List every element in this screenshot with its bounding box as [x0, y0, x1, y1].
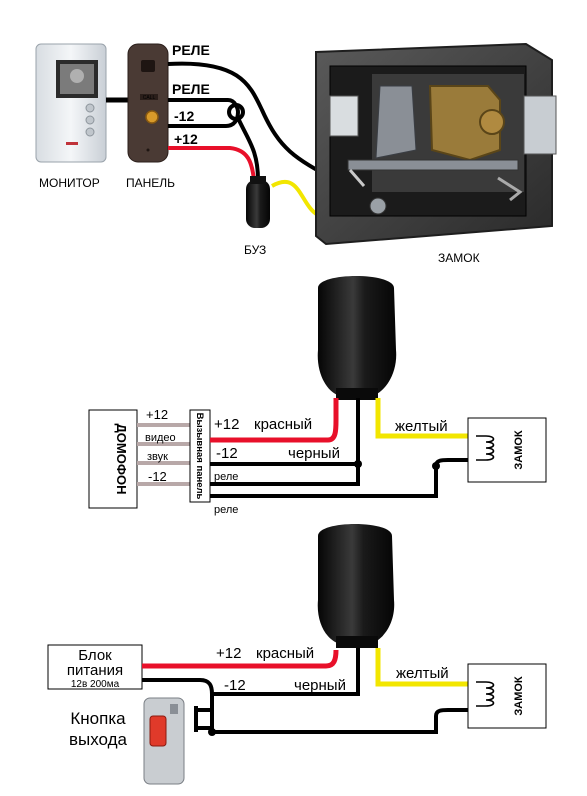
- bot-lock-label: ЗАМОК: [513, 676, 525, 716]
- bot-junction: [208, 728, 216, 736]
- middle-section: ДОМОФОН +12 видео звук -12 Вызывная пане…: [88, 276, 547, 516]
- top-lock-label: ЗАМОК: [438, 251, 480, 265]
- mid-pin-video: видео: [145, 432, 176, 444]
- mid-wire-black: черный: [288, 445, 340, 462]
- call-button-label: CALL: [143, 95, 156, 101]
- psu-spec: 12в 200ма: [71, 679, 120, 690]
- mid-red-wire: [210, 398, 339, 443]
- exit-button-line2: выхода: [69, 730, 128, 749]
- mid-wire-yellow: желтый: [395, 418, 448, 435]
- panel-label: ПАНЕЛЬ: [126, 176, 175, 190]
- mid-wire-red: красный: [254, 416, 312, 433]
- mid-lock-label: ЗАМОК: [513, 430, 525, 470]
- mid-pin-zvuk: звук: [147, 451, 168, 463]
- mid-wire-plus12: +12: [214, 416, 239, 433]
- top-lock-device: [315, 42, 557, 246]
- top-red-wire: [168, 146, 256, 181]
- exit-button-line1: Кнопка: [70, 709, 126, 728]
- call-panel-device: CALL: [127, 43, 169, 163]
- mid-wire-minus12: -12: [216, 445, 238, 462]
- mid-lock-junction: [432, 462, 440, 470]
- mid-pin-minus12: -12: [148, 469, 167, 484]
- mid-wire-rele2: реле: [214, 504, 238, 516]
- top-minus12-label: -12: [174, 108, 194, 124]
- mid-lock-box: [467, 417, 547, 483]
- bot-wire-black: черный: [294, 677, 346, 694]
- mid-wire-rele1: реле: [214, 471, 238, 483]
- top-minus12-wire: [168, 111, 240, 128]
- buz-label: БУЗ: [244, 243, 266, 257]
- top-rele2-label: РЕЛЕ: [172, 81, 210, 97]
- top-rele1-label: РЕЛЕ: [172, 42, 210, 58]
- mid-pin-plus12: +12: [146, 407, 168, 422]
- mid-call-panel-label: Вызывная панель: [194, 413, 205, 500]
- monitor-device: [35, 43, 107, 163]
- bot-lock-wire: [212, 708, 468, 734]
- bot-yellow-wire: [375, 648, 468, 687]
- top-black-to-buz: [236, 117, 260, 181]
- psu-line2: питания: [67, 662, 123, 679]
- bottom-buz-device: [317, 524, 395, 648]
- domofon-label: ДОМОФОН: [114, 424, 129, 495]
- mid-junction: [354, 460, 362, 468]
- top-buz-device: [246, 176, 270, 228]
- mid-yellow-wire: [375, 398, 468, 439]
- mid-lock-coil-icon: [476, 435, 495, 461]
- top-junction: [227, 103, 245, 121]
- bot-lock-box: [467, 663, 547, 729]
- middle-buz-device: [317, 276, 397, 400]
- top-plus12-label: +12: [174, 131, 198, 147]
- top-rele1-wire: [167, 61, 336, 182]
- bot-lock-coil-icon: [476, 681, 495, 707]
- bot-wire-plus12: +12: [216, 645, 241, 662]
- domofon-box: [88, 409, 138, 509]
- bot-wire-red: красный: [256, 645, 314, 662]
- exit-button-device: [143, 697, 185, 785]
- mid-rele1-wire: [210, 464, 360, 486]
- bot-wire-minus12: -12: [224, 677, 246, 694]
- bot-wire-yellow: желтый: [396, 665, 449, 682]
- psu-line1: Блок: [78, 647, 112, 664]
- top-section: CALL РЕЛЕ РЕЛЕ -12 +12: [35, 42, 557, 265]
- bot-black-wire: [142, 648, 360, 696]
- monitor-label: МОНИТОР: [39, 176, 100, 190]
- bot-red-wire: [142, 649, 339, 669]
- mid-call-panel-box: [189, 409, 211, 503]
- bottom-section: Блок питания 12в 200ма +12 красный -12 ч…: [47, 524, 547, 785]
